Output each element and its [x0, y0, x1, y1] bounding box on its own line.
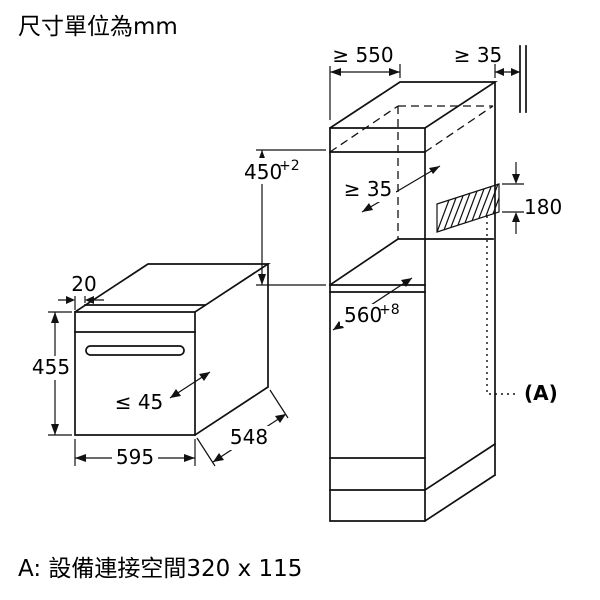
niche-width-tolerance: +8	[379, 302, 400, 318]
dim-oven-depth: 548	[196, 389, 289, 467]
dim-handle-projection: ≤ 45	[112, 371, 211, 414]
oven-height-label: 455	[32, 355, 70, 379]
dim-wall-clearance: ≥ 35	[454, 43, 527, 113]
oven-depth-label: 548	[230, 425, 268, 449]
niche-height-tolerance: +2	[279, 158, 300, 174]
dim-cabinet-depth: ≥ 550	[329, 43, 401, 120]
oven-width-label: 595	[116, 445, 154, 469]
rear-clearance-label: ≥ 35	[344, 177, 393, 201]
connection-ref-label: (A)	[524, 381, 558, 405]
cabinet-drawing	[328, 81, 498, 523]
oven-drawing	[73, 263, 271, 437]
units-note: 尺寸單位為mm	[18, 14, 178, 40]
connection-dotted-line	[486, 216, 518, 395]
handle-projection-label: ≤ 45	[115, 390, 164, 414]
cabinet-hidden-lines	[329, 105, 494, 239]
front-frame-label: 20	[71, 272, 96, 296]
dim-oven-width: 595	[74, 439, 196, 470]
connection-zone-height-label: 180	[524, 195, 562, 219]
dim-oven-height: 455	[30, 311, 72, 436]
dim-niche-width: 560 +8	[332, 277, 413, 331]
dim-niche-height: 450 +2	[240, 149, 326, 286]
dim-connection-zone-height: 180	[502, 162, 562, 234]
vent-cutout-hatched	[436, 183, 500, 233]
cabinet-depth-label: ≥ 550	[332, 43, 393, 67]
niche-height-label: 450	[244, 160, 282, 184]
connection-footnote: A: 設備連接空間320 x 115	[18, 556, 302, 582]
dim-rear-clearance: ≥ 35	[340, 165, 441, 213]
niche-width-label: 560	[344, 303, 382, 327]
wall-clearance-label: ≥ 35	[454, 43, 503, 67]
oven-handle	[85, 345, 185, 356]
dim-front-frame: 20	[58, 272, 104, 310]
